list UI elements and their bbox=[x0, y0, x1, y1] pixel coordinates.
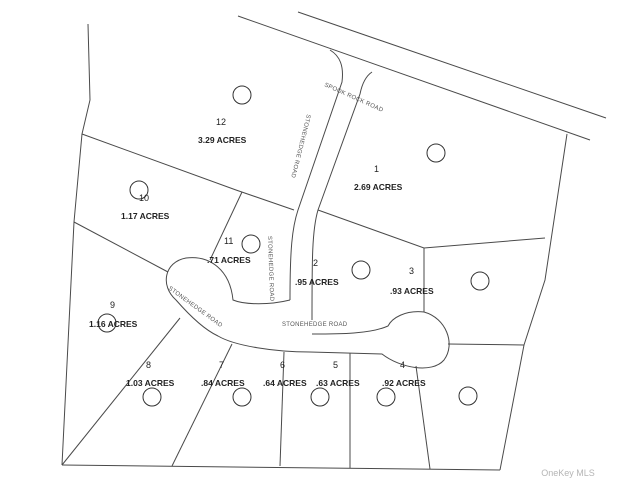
lot-12-acres: 3.29 ACRES bbox=[198, 135, 247, 145]
lot-3-number: 3 bbox=[409, 266, 414, 276]
marker-circle bbox=[129, 180, 149, 200]
marker-circle bbox=[426, 143, 446, 163]
stonehedge-road-label: STONEHEDGE ROAD bbox=[167, 286, 224, 330]
lot-3-acres: .93 ACRES bbox=[390, 286, 434, 296]
lot-1-number: 1 bbox=[374, 164, 379, 174]
lot-12-number: 12 bbox=[216, 117, 226, 127]
lot-labels: 12 3.29 ACRES 1 2.69 ACRES 10 1.17 ACRES… bbox=[89, 117, 434, 388]
lot-9-number: 9 bbox=[110, 300, 115, 310]
lot-2-acres: .95 ACRES bbox=[295, 277, 339, 287]
marker-circle bbox=[232, 387, 252, 407]
road-labels: SPOOK ROCK ROAD STONEHEDGE ROAD STONEHED… bbox=[167, 82, 384, 329]
lot-4-acres: .92 ACRES bbox=[382, 378, 426, 388]
marker-circle bbox=[310, 387, 330, 407]
lot-2-number: 2 bbox=[313, 258, 318, 268]
lot-8-acres: 1.03 ACRES bbox=[126, 378, 175, 388]
lot-1-acres: 2.69 ACRES bbox=[354, 182, 403, 192]
lot-4-number: 4 bbox=[400, 360, 405, 370]
lot-10-number: 10 bbox=[139, 193, 149, 203]
stonehedge-road-label: STONEHEDGE ROAD bbox=[282, 322, 348, 328]
marker-circle bbox=[458, 386, 478, 406]
stonehedge-road-label: STONEHEDGE ROAD bbox=[289, 114, 311, 179]
marker-circle bbox=[97, 313, 117, 333]
lot-7-acres: .84 ACRES bbox=[201, 378, 245, 388]
watermark: OneKey MLS bbox=[541, 468, 595, 478]
lot-5-number: 5 bbox=[333, 360, 338, 370]
lot-boundaries bbox=[61, 23, 568, 471]
lot-5-acres: .63 ACRES bbox=[316, 378, 360, 388]
marker-circle bbox=[232, 85, 252, 105]
spook-rock-road bbox=[237, 11, 607, 141]
lot-9-acres: 1.16 ACRES bbox=[89, 319, 138, 329]
lot-6-number: 6 bbox=[280, 360, 285, 370]
marker-circle bbox=[241, 234, 261, 254]
marker-circle bbox=[376, 387, 396, 407]
marker-circle bbox=[470, 271, 490, 291]
lot-11-acres: .71 ACRES bbox=[207, 255, 251, 265]
lot-markers bbox=[97, 85, 490, 407]
lot-10-acres: 1.17 ACRES bbox=[121, 211, 170, 221]
marker-circle bbox=[142, 387, 162, 407]
lot-7-number: 7 bbox=[219, 360, 224, 370]
lot-6-acres: .64 ACRES bbox=[263, 378, 307, 388]
marker-circle bbox=[351, 260, 371, 280]
lot-8-number: 8 bbox=[146, 360, 151, 370]
stonehedge-road-label: STONEHEDGE ROAD bbox=[266, 236, 274, 302]
lot-11-number: 11 bbox=[224, 236, 233, 246]
